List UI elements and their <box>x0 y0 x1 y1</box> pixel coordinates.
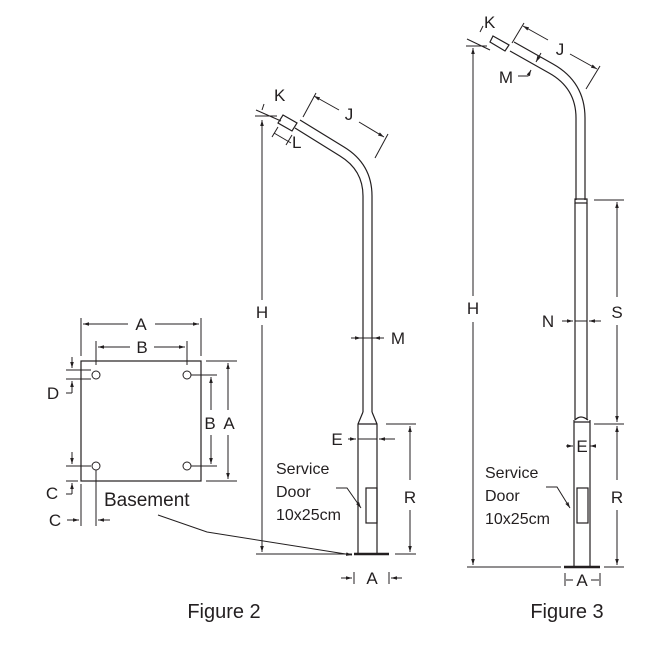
pole-top-right <box>513 41 586 200</box>
dim-label-j: J <box>556 40 565 59</box>
dim-label-r: R <box>611 488 623 507</box>
dim-label-e: E <box>576 437 587 456</box>
figure-2-caption: Figure 2 <box>187 601 260 623</box>
service-door-note-line3: 10x25cm <box>485 511 550 528</box>
dim-label-e: E <box>331 430 342 449</box>
dim-label-b-top: B <box>136 338 147 357</box>
pole-shaft-right <box>299 119 373 412</box>
bolt-hole <box>182 370 192 380</box>
basement-title: Basement <box>104 490 190 511</box>
base-plate-outline <box>80 360 202 482</box>
dim-label-a-right: A <box>223 414 235 433</box>
figure-3-pole: H K J M S N E R <box>466 13 624 623</box>
pole-base-section <box>573 416 591 566</box>
dim-label-a-top: A <box>135 315 147 334</box>
dim-label-a: A <box>366 569 378 588</box>
figure-3-caption: Figure 3 <box>530 601 603 623</box>
service-door <box>576 487 589 524</box>
dim-label-k: K <box>484 13 496 32</box>
figure-2-pole: H K L J M E R A <box>187 86 416 623</box>
dim-label-h: H <box>256 303 268 322</box>
service-door-note-line3: 10x25cm <box>276 507 341 524</box>
dim-label-h: H <box>467 299 479 318</box>
dim-label-c-horizontal: C <box>49 511 61 530</box>
dim-label-l: L <box>292 133 301 152</box>
pole-mid-section <box>574 203 588 420</box>
dim-label-j: J <box>345 105 354 124</box>
basement-plan: A B B A D C C <box>46 315 353 556</box>
dim-label-a: A <box>576 571 588 590</box>
pole-joint <box>574 198 588 204</box>
pole-top-left <box>509 50 577 200</box>
dim-label-d: D <box>47 384 59 403</box>
bolt-hole <box>91 370 101 380</box>
service-door-note-line2: Door <box>276 484 311 501</box>
dim-label-k: K <box>274 86 286 105</box>
service-door <box>365 487 378 524</box>
basement-leader <box>157 514 353 556</box>
dim-label-c-vertical: C <box>46 484 58 503</box>
dim-label-m: M <box>499 68 513 87</box>
pole-base-section <box>357 411 378 553</box>
pole-shaft-left <box>294 127 364 412</box>
lamp-head <box>277 114 298 132</box>
dim-label-m: M <box>391 329 405 348</box>
bolt-hole <box>182 461 192 471</box>
dim-label-n: N <box>542 312 554 331</box>
lamp-head <box>489 35 510 52</box>
dim-label-s: S <box>611 303 622 322</box>
service-door-leader <box>546 486 571 509</box>
bolt-hole <box>91 461 101 471</box>
service-door-note-line1: Service <box>276 461 329 478</box>
dim-label-r: R <box>404 488 416 507</box>
service-door-leader <box>336 487 362 509</box>
service-door-note-line1: Service <box>485 465 538 482</box>
dim-label-b-right: B <box>204 414 215 433</box>
service-door-note-line2: Door <box>485 488 520 505</box>
